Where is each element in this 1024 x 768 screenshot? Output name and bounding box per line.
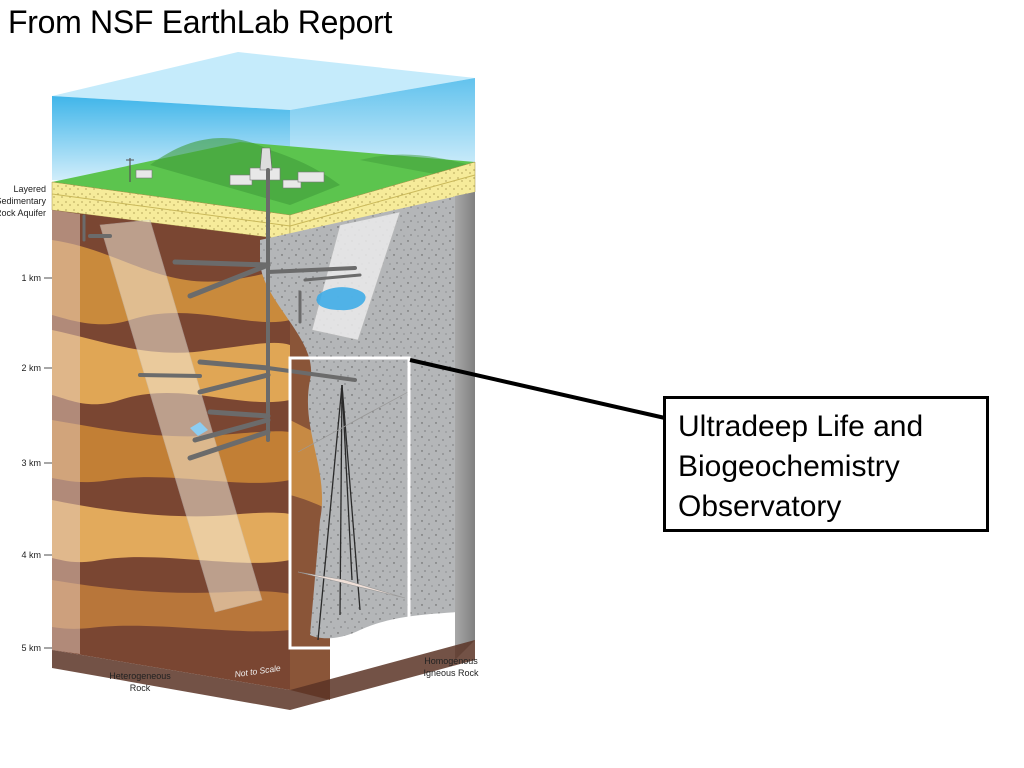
- layer-label-line-1: Layered: [13, 184, 46, 194]
- ground-surface: [52, 138, 475, 215]
- depth-labels: 1 km 2 km 3 km 4 km 5 km: [21, 273, 41, 653]
- inclined-shaft-left: [99, 219, 263, 613]
- water-pocket-lower: [190, 422, 208, 436]
- depth-label-3km: 3 km: [21, 458, 41, 468]
- layer-label: Layered Sedimentary Rock Aquifer: [0, 184, 46, 218]
- callout-connector: [409, 358, 666, 420]
- homogenous-label-line-2: Igneous Rock: [423, 668, 479, 678]
- slide-title: From NSF EarthLab Report: [8, 4, 393, 40]
- homogenous-label-line-1: Homogenous: [424, 656, 478, 666]
- water-pocket-upper: [316, 287, 366, 311]
- depth-label-5km: 5 km: [21, 643, 41, 653]
- layer-label-line-3: Rock Aquifer: [0, 208, 46, 218]
- igneous-rock-face: [260, 192, 475, 660]
- bottom-labels: Heterogeneous Rock Homogenous Igneous Ro…: [109, 656, 479, 693]
- heterogeneous-label-line-2: Rock: [130, 683, 151, 693]
- observatory-highlight-box: [288, 356, 411, 650]
- callout-line-2: Biogeochemistry: [678, 450, 900, 483]
- observatory-boreholes: [297, 384, 409, 641]
- callout-line-3: Observatory: [678, 490, 842, 523]
- layer-label-line-2: Sedimentary: [0, 196, 46, 206]
- mine-shafts-tunnels: [82, 168, 362, 461]
- callout-line-1: Ultradeep Life and: [678, 410, 924, 443]
- depth-ticks: [44, 277, 52, 649]
- depth-label-1km: 1 km: [21, 273, 41, 283]
- depth-label-4km: 4 km: [21, 550, 41, 560]
- depth-label-2km: 2 km: [21, 363, 41, 373]
- observatory-callout: Ultradeep Life and Biogeochemistry Obser…: [663, 396, 989, 532]
- heterogeneous-label-line-1: Heterogeneous: [109, 671, 171, 681]
